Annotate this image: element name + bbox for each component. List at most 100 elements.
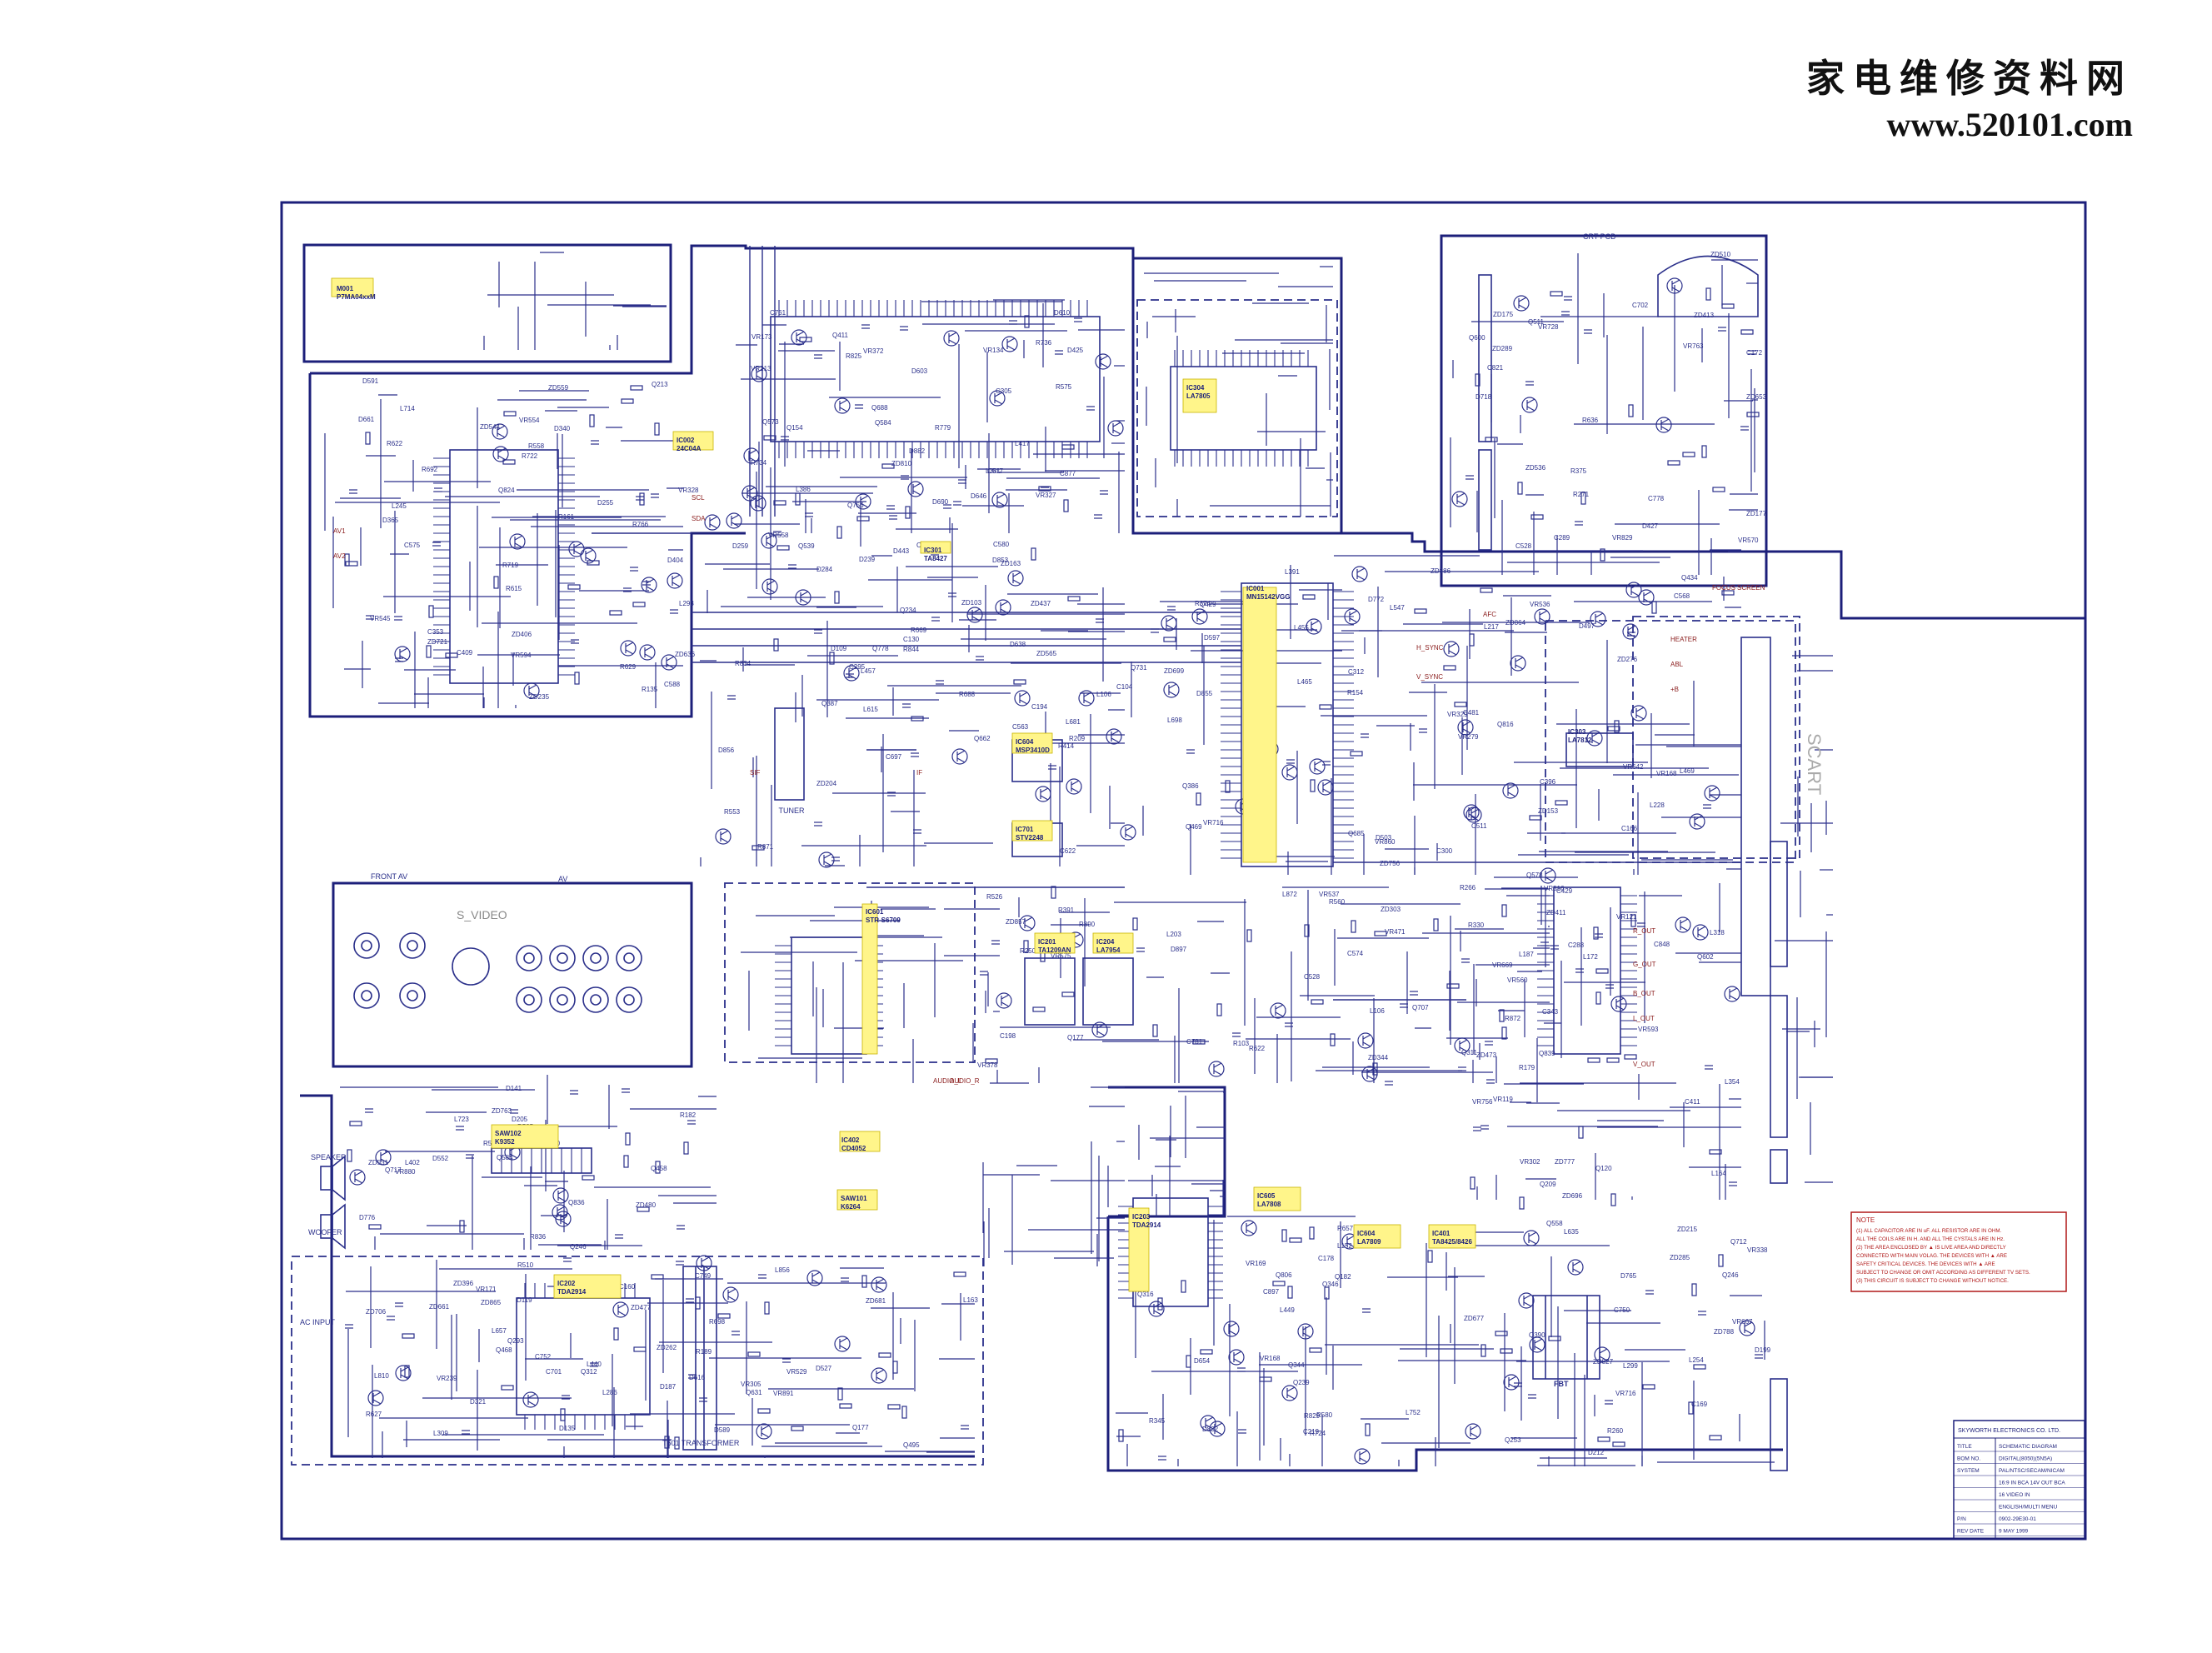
net-tag: B_OUT: [1633, 990, 1655, 997]
note-line: SAFETY CRITICAL DEVICES. THE DEVICES WIT…: [1856, 1261, 1995, 1267]
svg-text:ZD777: ZD777: [1555, 1158, 1575, 1166]
svg-text:VR119: VR119: [1493, 1096, 1513, 1103]
ic-labels: M001P7MA04xxMIC00224C04AIC001MN15142VGGI…: [337, 285, 1592, 1296]
svg-text:D135: D135: [559, 1425, 576, 1432]
svg-text:D212: D212: [1588, 1449, 1605, 1456]
svg-text:ZD396: ZD396: [453, 1280, 474, 1287]
svg-text:D638: D638: [1010, 641, 1026, 648]
svg-text:R724: R724: [1310, 1430, 1326, 1437]
svg-text:Q311: Q311: [1461, 1049, 1478, 1056]
svg-text:L245: L245: [392, 502, 407, 510]
svg-text:C528: C528: [1304, 973, 1321, 981]
s-video-label: S_VIDEO: [457, 908, 507, 921]
svg-text:L615: L615: [863, 706, 878, 713]
net-tag: AV1: [333, 527, 346, 535]
tuner-label: TUNER: [779, 807, 805, 815]
svg-text:C568: C568: [1674, 592, 1690, 600]
title-row-label: SYSTEM: [1957, 1468, 1980, 1474]
svg-text:ZD857: ZD857: [1006, 918, 1026, 926]
svg-text:R834: R834: [735, 660, 751, 667]
svg-text:D284: D284: [816, 566, 833, 573]
note-line: (2) THE AREA ENCLOSED BY ▲ IS LIVE AREA …: [1856, 1245, 2006, 1251]
ic-part: K9352: [495, 1138, 515, 1146]
svg-text:R391: R391: [1058, 906, 1075, 914]
net-tag: ABL: [1670, 661, 1684, 668]
ic-part: CD4052: [841, 1145, 866, 1152]
ic-part: LA7812: [1568, 737, 1592, 744]
svg-text:L391: L391: [1285, 568, 1300, 576]
svg-text:Q239: Q239: [1293, 1379, 1310, 1386]
svg-text:D718: D718: [1475, 393, 1492, 401]
svg-text:L187: L187: [1519, 951, 1534, 958]
svg-text:D856: D856: [718, 747, 735, 754]
svg-text:R734: R734: [751, 459, 767, 467]
ic-ref: IC401: [1432, 1230, 1451, 1237]
svg-text:D340: D340: [554, 425, 571, 432]
svg-text:R250: R250: [1020, 947, 1036, 955]
svg-text:VR593: VR593: [1638, 1026, 1659, 1033]
svg-text:D897: D897: [1171, 946, 1187, 953]
svg-text:ZD788: ZD788: [1714, 1328, 1735, 1336]
svg-text:C104: C104: [1116, 683, 1133, 691]
svg-text:D205: D205: [512, 1116, 528, 1123]
crt-block: [1478, 255, 1759, 551]
net-tag: FOCUS: [1712, 584, 1735, 592]
ic-ref: IC605: [1257, 1192, 1276, 1200]
svg-text:ZD865: ZD865: [481, 1299, 502, 1306]
net-tag: +B: [1670, 686, 1679, 693]
svg-text:C295: C295: [849, 663, 866, 671]
ic-ref: IC201: [1038, 938, 1056, 946]
scart-connector: [1740, 637, 1788, 1471]
svg-text:D365: D365: [382, 517, 399, 524]
svg-text:Q824: Q824: [498, 487, 515, 494]
svg-text:VR327: VR327: [1036, 492, 1056, 499]
svg-text:L299: L299: [1623, 1362, 1638, 1370]
svg-text:R553: R553: [724, 808, 741, 816]
svg-text:D552: D552: [432, 1155, 449, 1162]
note-line: CONNECTED WITH MAIN VOLAG. THE DEVICES W…: [1856, 1253, 2007, 1259]
svg-text:VR594: VR594: [511, 652, 532, 659]
svg-text:D259: D259: [732, 542, 749, 550]
svg-text:Q688: Q688: [871, 404, 888, 412]
svg-text:VR545: VR545: [370, 615, 391, 622]
svg-text:Q578: Q578: [1526, 871, 1543, 879]
svg-text:ZD437: ZD437: [1031, 600, 1051, 607]
svg-text:D443: D443: [893, 547, 910, 555]
svg-text:L286: L286: [602, 1389, 617, 1396]
woofer-label: WOOFER: [308, 1228, 342, 1236]
ic-ref: IC301: [924, 547, 942, 554]
svg-text:C574: C574: [1347, 950, 1364, 957]
net-tag: AUDIO_L: [933, 1077, 962, 1085]
svg-text:ZD103: ZD103: [961, 599, 982, 607]
speaker-block: [320, 1155, 346, 1250]
svg-text:R698: R698: [709, 1318, 726, 1326]
svg-text:VR860: VR860: [1375, 838, 1396, 846]
svg-text:L417: L417: [1015, 440, 1030, 447]
svg-text:ZD235: ZD235: [529, 693, 550, 701]
svg-text:C697: C697: [886, 753, 902, 761]
svg-text:R182: R182: [680, 1111, 697, 1119]
svg-text:Q806: Q806: [1276, 1271, 1292, 1279]
svg-text:R260: R260: [1607, 1427, 1624, 1435]
svg-text:L810: L810: [374, 1372, 389, 1380]
ic-part: MSP3410D: [1016, 747, 1050, 754]
svg-text:D832: D832: [1202, 1426, 1219, 1433]
svg-text:L318: L318: [1710, 929, 1725, 936]
ic-ref: IC203: [1132, 1213, 1151, 1221]
svg-text:C848: C848: [1654, 941, 1670, 948]
ac-input-label: AC INPUT: [300, 1318, 336, 1326]
front-av-panel: [353, 932, 642, 1013]
watermark-url: www.520101.com: [1886, 106, 2133, 143]
svg-text:ZD544: ZD544: [480, 423, 501, 431]
svg-text:ZD473: ZD473: [1476, 1051, 1497, 1059]
svg-text:Q839: Q839: [1539, 1050, 1555, 1057]
transformer-block: [682, 1266, 717, 1451]
svg-text:L402: L402: [405, 1159, 420, 1166]
front-av-label: FRONT AV: [371, 872, 407, 881]
net-tag: SCL: [692, 494, 705, 502]
svg-text:C198: C198: [1000, 1032, 1016, 1040]
net-tag: L_OUT: [1633, 1015, 1655, 1022]
svg-text:Q717: Q717: [385, 1166, 402, 1174]
